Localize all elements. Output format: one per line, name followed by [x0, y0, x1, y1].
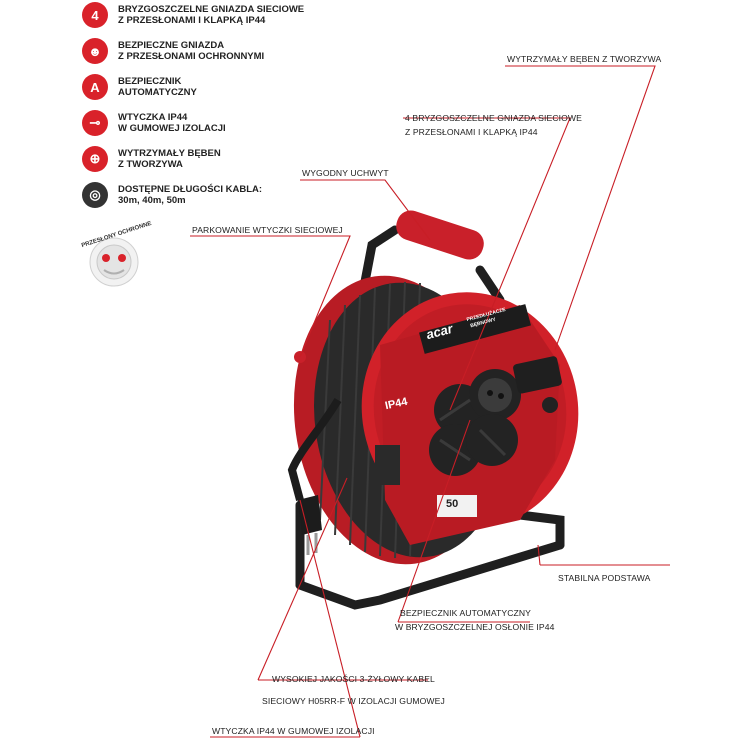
- feature-line: Z PRZESŁONAMI I KLAPKĄ IP44: [118, 15, 266, 26]
- callout-sockets-line1: 4 BRYZGOSZCZELNE GNIAZDA SIECIOWE: [405, 113, 582, 123]
- callout-fuse-line2: W BRYZGOSZCZELNEJ OSŁONIE IP44: [395, 622, 555, 632]
- product-length: 50: [446, 498, 459, 510]
- callout-drum: WYTRZYMAŁY BĘBEN Z TWORZYWA: [507, 54, 661, 64]
- drum-icon: ⊕: [82, 146, 108, 172]
- shutter-socket-icon: [89, 237, 139, 287]
- feature-line: BEZPIECZNE GNIAZDA: [118, 40, 225, 51]
- socket-cluster: [429, 369, 521, 476]
- four-sockets-icon: 4: [82, 2, 108, 28]
- callout-base-text: STABILNA PODSTAWA: [558, 573, 651, 583]
- callout-plug-text: WTYCZKA IP44 W GUMOWEJ IZOLACJI: [212, 726, 375, 736]
- callout-plug: WTYCZKA IP44 W GUMOWEJ IZOLACJI: [212, 726, 375, 736]
- callout-parking-text: PARKOWANIE WTYCZKI SIECIOWEJ: [192, 225, 343, 235]
- feature-line: Z TWORZYWA: [118, 159, 183, 170]
- product-brand: acar: [424, 320, 455, 343]
- shutter-label: PRZESŁONY OCHRONNE: [80, 220, 153, 250]
- callout-base: STABILNA PODSTAWA: [558, 573, 650, 583]
- callout-sockets-line2: Z PRZESŁONAMI I KLAPKĄ IP44: [405, 127, 538, 137]
- feature-line: WTYCZKA IP44: [118, 112, 188, 123]
- callout-handle: WYGODNY UCHWYT: [302, 168, 389, 178]
- callout-cable: WYSOKIEJ JAKOŚCI 3-ŻYŁOWY KABEL SIECIOWY…: [262, 668, 445, 712]
- callout-cable-line1: WYSOKIEJ JAKOŚCI 3-ŻYŁOWY KABEL: [272, 674, 435, 684]
- cable-length-icon: ◎: [82, 182, 108, 208]
- feature-line: BRYZGOSZCZELNE GNIAZDA SIECIOWE: [118, 4, 305, 15]
- callout-drum-text: WYTRZYMAŁY BĘBEN Z TWORZYWA: [507, 54, 662, 64]
- feature-item: ◎ DOSTĘPNE DŁUGOŚCI KABLA:30m, 40m, 50m: [82, 182, 262, 208]
- feature-line: W GUMOWEJ IZOLACJI: [118, 123, 226, 134]
- feature-line: Z PRZESŁONAMI OCHRONNYMI: [118, 51, 265, 62]
- feature-text: DOSTĘPNE DŁUGOŚCI KABLA:30m, 40m, 50m: [118, 184, 262, 206]
- feature-line: DOSTĘPNE DŁUGOŚCI KABLA:: [118, 184, 263, 195]
- cable-drum-product: [287, 210, 579, 610]
- plug-icon: ⊸: [82, 110, 108, 136]
- shutter-socket-icon: ☻: [82, 38, 108, 64]
- callout-handle-text: WYGODNY UCHWYT: [302, 168, 389, 178]
- fuse-icon: A: [82, 74, 108, 100]
- feature-line: AUTOMATYCZNY: [118, 87, 197, 98]
- feature-line: WYTRZYMAŁY BĘBEN: [118, 148, 221, 159]
- callout-lines: [190, 65, 670, 738]
- feature-line: BEZPIECZNIK: [118, 76, 182, 87]
- callout-fuse-line1: BEZPIECZNIK AUTOMATYCZNY: [400, 608, 532, 618]
- product-ip-rating: IP44: [383, 395, 409, 413]
- feature-line: 30m, 40m, 50m: [118, 195, 186, 206]
- callout-fuse: BEZPIECZNIK AUTOMATYCZNY W BRYZGOSZCZELN…: [395, 606, 555, 634]
- callout-sockets: 4 BRYZGOSZCZELNE GNIAZDA SIECIOWE Z PRZE…: [405, 111, 582, 139]
- callout-parking: PARKOWANIE WTYCZKI SIECIOWEJ: [192, 225, 343, 235]
- callout-cable-line2: SIECIOWY H05RR-F W IZOLACJI GUMOWEJ: [262, 696, 445, 706]
